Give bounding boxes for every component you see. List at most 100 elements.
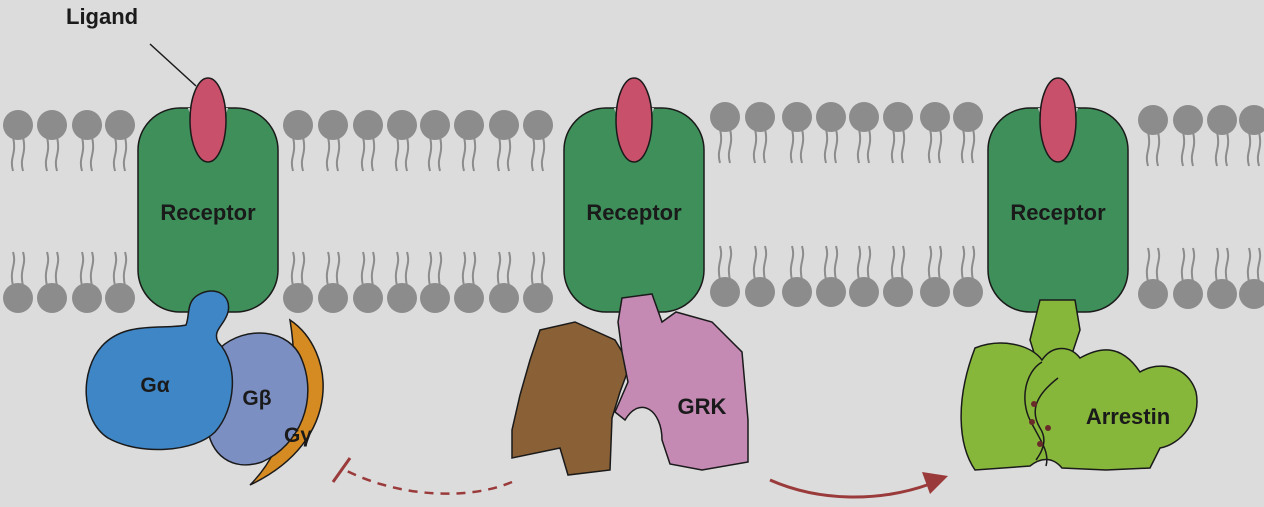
- receptor-3-complex: Receptor Arrestin: [960, 77, 1198, 471]
- lipid-tail: [890, 128, 896, 164]
- grk-label: GRK: [678, 394, 727, 419]
- lipid-tail: [54, 251, 60, 287]
- lipid-head: [454, 283, 484, 313]
- lipid-head: [883, 102, 913, 132]
- phosphate-1: [1031, 401, 1037, 407]
- lipid-tail: [970, 128, 976, 164]
- ligand-label: Ligand: [66, 4, 138, 29]
- lipid-tail: [1190, 131, 1196, 167]
- lipid-tail: [1180, 131, 1186, 167]
- lipid-tail: [762, 128, 768, 164]
- lipid-tail: [1145, 247, 1151, 283]
- lipid-tail: [927, 245, 933, 281]
- lipid-tail: [856, 245, 862, 281]
- lipid-tail: [762, 245, 768, 281]
- lipid-tail: [79, 136, 85, 172]
- lipid-tail: [122, 251, 128, 287]
- lipid-head: [318, 283, 348, 313]
- lipid-tail: [10, 251, 16, 287]
- grk-kinase-domain: [511, 321, 631, 476]
- lipid-tail: [823, 245, 829, 281]
- lipid-tail: [717, 128, 723, 164]
- lipid-tail: [960, 128, 966, 164]
- phosphate-2: [1029, 419, 1035, 425]
- lipid-head: [3, 110, 33, 140]
- lipid-tail: [325, 136, 331, 172]
- lipid-tail: [927, 128, 933, 164]
- lipid-head: [523, 110, 553, 140]
- lipid-tail: [394, 136, 400, 172]
- lipid-tail: [960, 245, 966, 281]
- lipid-tail: [506, 251, 512, 287]
- lipid-tail: [1246, 247, 1252, 283]
- receptor-2-complex: Receptor GRK: [511, 77, 749, 476]
- lipid-head: [454, 110, 484, 140]
- lipid-tail: [437, 251, 443, 287]
- lipid-head: [1173, 279, 1203, 309]
- lipid-tail: [530, 136, 536, 172]
- lipid-head: [353, 110, 383, 140]
- lipid-tail: [290, 136, 296, 172]
- lipid-tail: [394, 251, 400, 287]
- lipid-tail: [1256, 131, 1262, 167]
- lipid-tail: [496, 136, 502, 172]
- lipid-tail: [427, 251, 433, 287]
- lipid-head: [710, 102, 740, 132]
- lipid-head: [745, 102, 775, 132]
- lipid-tail: [89, 136, 95, 172]
- lipid-tail: [856, 128, 862, 164]
- lipid-tail: [300, 136, 306, 172]
- lipid-head: [1173, 105, 1203, 135]
- lipid-head: [489, 283, 519, 313]
- lipid-head: [1207, 105, 1237, 135]
- lipid-head: [283, 283, 313, 313]
- lipid-tail: [20, 251, 26, 287]
- lipid-head: [420, 110, 450, 140]
- receptor-1-complex: Receptor Ligand Gα Gβ Gγ: [66, 4, 324, 486]
- lipid-head: [283, 110, 313, 140]
- lipid-bilayer: [3, 102, 1264, 313]
- ligand-3: [1039, 77, 1077, 163]
- lipid-tail: [866, 128, 872, 164]
- receptor-1-label: Receptor: [160, 200, 256, 225]
- lipid-tail: [496, 251, 502, 287]
- lipid-tail: [540, 251, 546, 287]
- lipid-tail: [506, 136, 512, 172]
- lipid-tail: [290, 251, 296, 287]
- lipid-head: [105, 283, 135, 313]
- lipid-tail: [44, 136, 50, 172]
- lipid-tail: [540, 136, 546, 172]
- lipid-head: [816, 277, 846, 307]
- inhibition-arrow: [331, 457, 513, 495]
- lipid-tail: [717, 245, 723, 281]
- lipid-tail: [937, 128, 943, 164]
- lipid-head: [745, 277, 775, 307]
- lipid-head: [782, 277, 812, 307]
- lipid-tail: [1180, 247, 1186, 283]
- lipid-tail: [44, 251, 50, 287]
- lipid-tail: [427, 136, 433, 172]
- lipid-tail: [799, 245, 805, 281]
- lipid-head: [105, 110, 135, 140]
- lipid-tail: [799, 128, 805, 164]
- lipid-tail: [970, 245, 976, 281]
- lipid-tail: [1214, 247, 1220, 283]
- lipid-tail: [335, 136, 341, 172]
- lipid-tail: [79, 251, 85, 287]
- lipid-tail: [437, 136, 443, 172]
- lipid-tail: [900, 245, 906, 281]
- lipid-head: [710, 277, 740, 307]
- lipid-head: [849, 277, 879, 307]
- phosphate-4: [1037, 441, 1043, 447]
- lipid-head: [920, 277, 950, 307]
- lipid-head: [1138, 279, 1168, 309]
- lipid-tail: [370, 136, 376, 172]
- lipid-head: [883, 277, 913, 307]
- lipid-tail: [404, 251, 410, 287]
- lipid-head: [318, 110, 348, 140]
- lipid-tail: [823, 128, 829, 164]
- lipid-head: [37, 110, 67, 140]
- lipid-tail: [370, 251, 376, 287]
- g-gamma-label: Gγ: [284, 424, 312, 447]
